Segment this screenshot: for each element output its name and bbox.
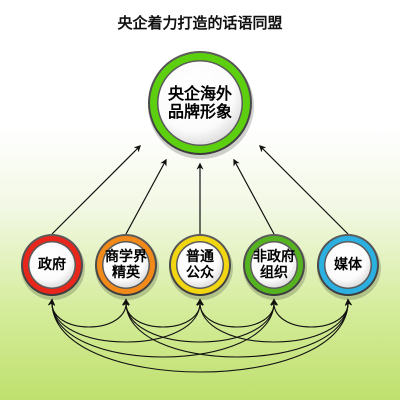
node-label-ngo: 非政府 组织 <box>253 248 295 281</box>
link-government-general-public <box>48 298 204 343</box>
node-media <box>317 234 381 300</box>
node-label-business-elite: 商学界 精英 <box>105 248 147 281</box>
link-government-business-elite <box>47 298 131 328</box>
link-business-elite-ngo <box>122 298 278 343</box>
diagram-title: 央企着力打造的话语同盟 <box>117 14 283 32</box>
node-government <box>21 234 85 300</box>
node-label-media: 媒体 <box>334 256 362 273</box>
link-ngo-media <box>269 298 353 328</box>
node-label-government: 政府 <box>38 256 66 273</box>
center-node <box>148 51 254 159</box>
link-government-ngo <box>48 298 278 358</box>
node-general-public <box>169 234 233 300</box>
link-government-media <box>48 298 352 373</box>
arrow-ngo-to-center <box>233 158 275 235</box>
node-label-general-public: 普通 公众 <box>186 248 214 281</box>
link-business-elite-general-public <box>121 298 205 328</box>
arrow-business-elite-to-center <box>125 158 167 235</box>
node-ngo <box>243 234 307 300</box>
link-business-elite-media <box>122 298 352 358</box>
link-general-public-media <box>196 298 352 343</box>
link-general-public-ngo <box>195 298 279 328</box>
arrow-government-to-center <box>51 145 141 235</box>
arrow-media-to-center <box>259 145 349 235</box>
center-node-label: 央企海外 品牌形象 <box>167 83 232 121</box>
node-business-elite <box>95 234 159 300</box>
